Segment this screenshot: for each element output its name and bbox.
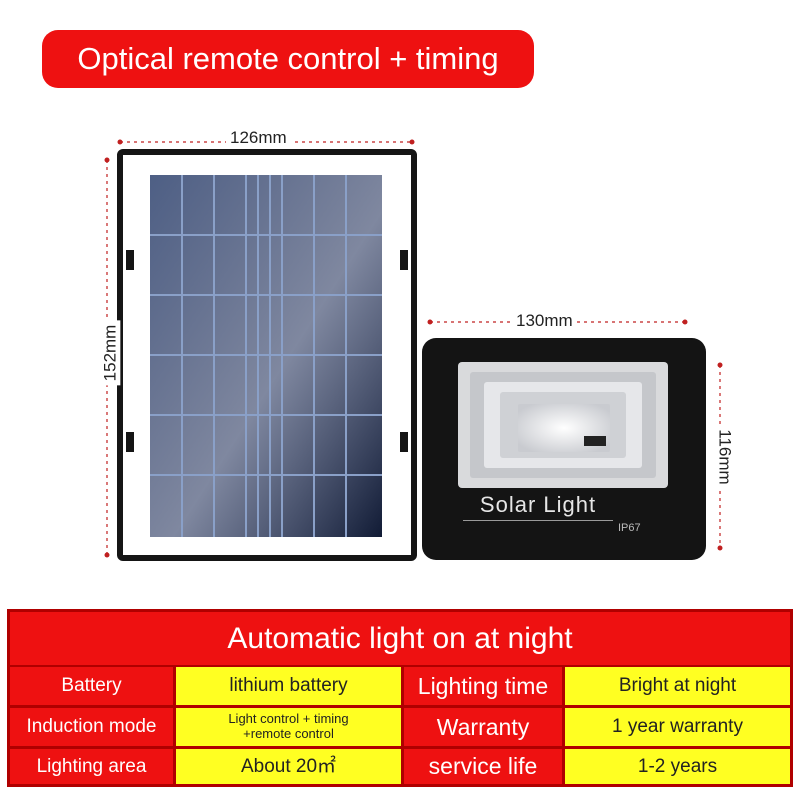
induction-mode-line-1: Light control + timing — [228, 711, 349, 727]
title-banner: Optical remote control + timing — [42, 30, 534, 88]
lighting-time-value: Bright at night — [565, 667, 790, 705]
solar-flood-light — [422, 338, 706, 560]
light-height-label: 116mm — [714, 425, 735, 489]
battery-value: lithium battery — [176, 667, 401, 705]
ip-rating-label: IP67 — [618, 522, 641, 534]
spec-header: Automatic light on at night — [10, 612, 790, 665]
battery-label: Battery — [10, 667, 173, 705]
panel-height-label: 152mm — [100, 320, 121, 386]
lighting-area-value: About 20㎡ — [176, 749, 401, 784]
product-photo — [104, 139, 723, 561]
lighting-area-label: Lighting area — [10, 749, 173, 784]
induction-mode-value: Light control + timing +remote control — [176, 708, 401, 746]
induction-mode-line-2: +remote control — [243, 726, 334, 741]
warranty-value: 1 year warranty — [565, 708, 790, 746]
solar-light-label: Solar Light — [463, 492, 613, 521]
lighting-time-label: Lighting time — [404, 667, 562, 705]
service-life-label: service life — [404, 749, 562, 784]
panel-width-label: 126mm — [226, 128, 291, 148]
induction-mode-label: Induction mode — [10, 708, 173, 746]
title-text: Optical remote control + timing — [77, 41, 499, 76]
spec-table: Automatic light on at night Battery lith… — [7, 609, 793, 787]
service-life-value: 1-2 years — [565, 749, 790, 784]
light-width-label: 130mm — [512, 311, 577, 331]
warranty-label: Warranty — [404, 708, 562, 746]
solar-panel — [117, 149, 417, 561]
